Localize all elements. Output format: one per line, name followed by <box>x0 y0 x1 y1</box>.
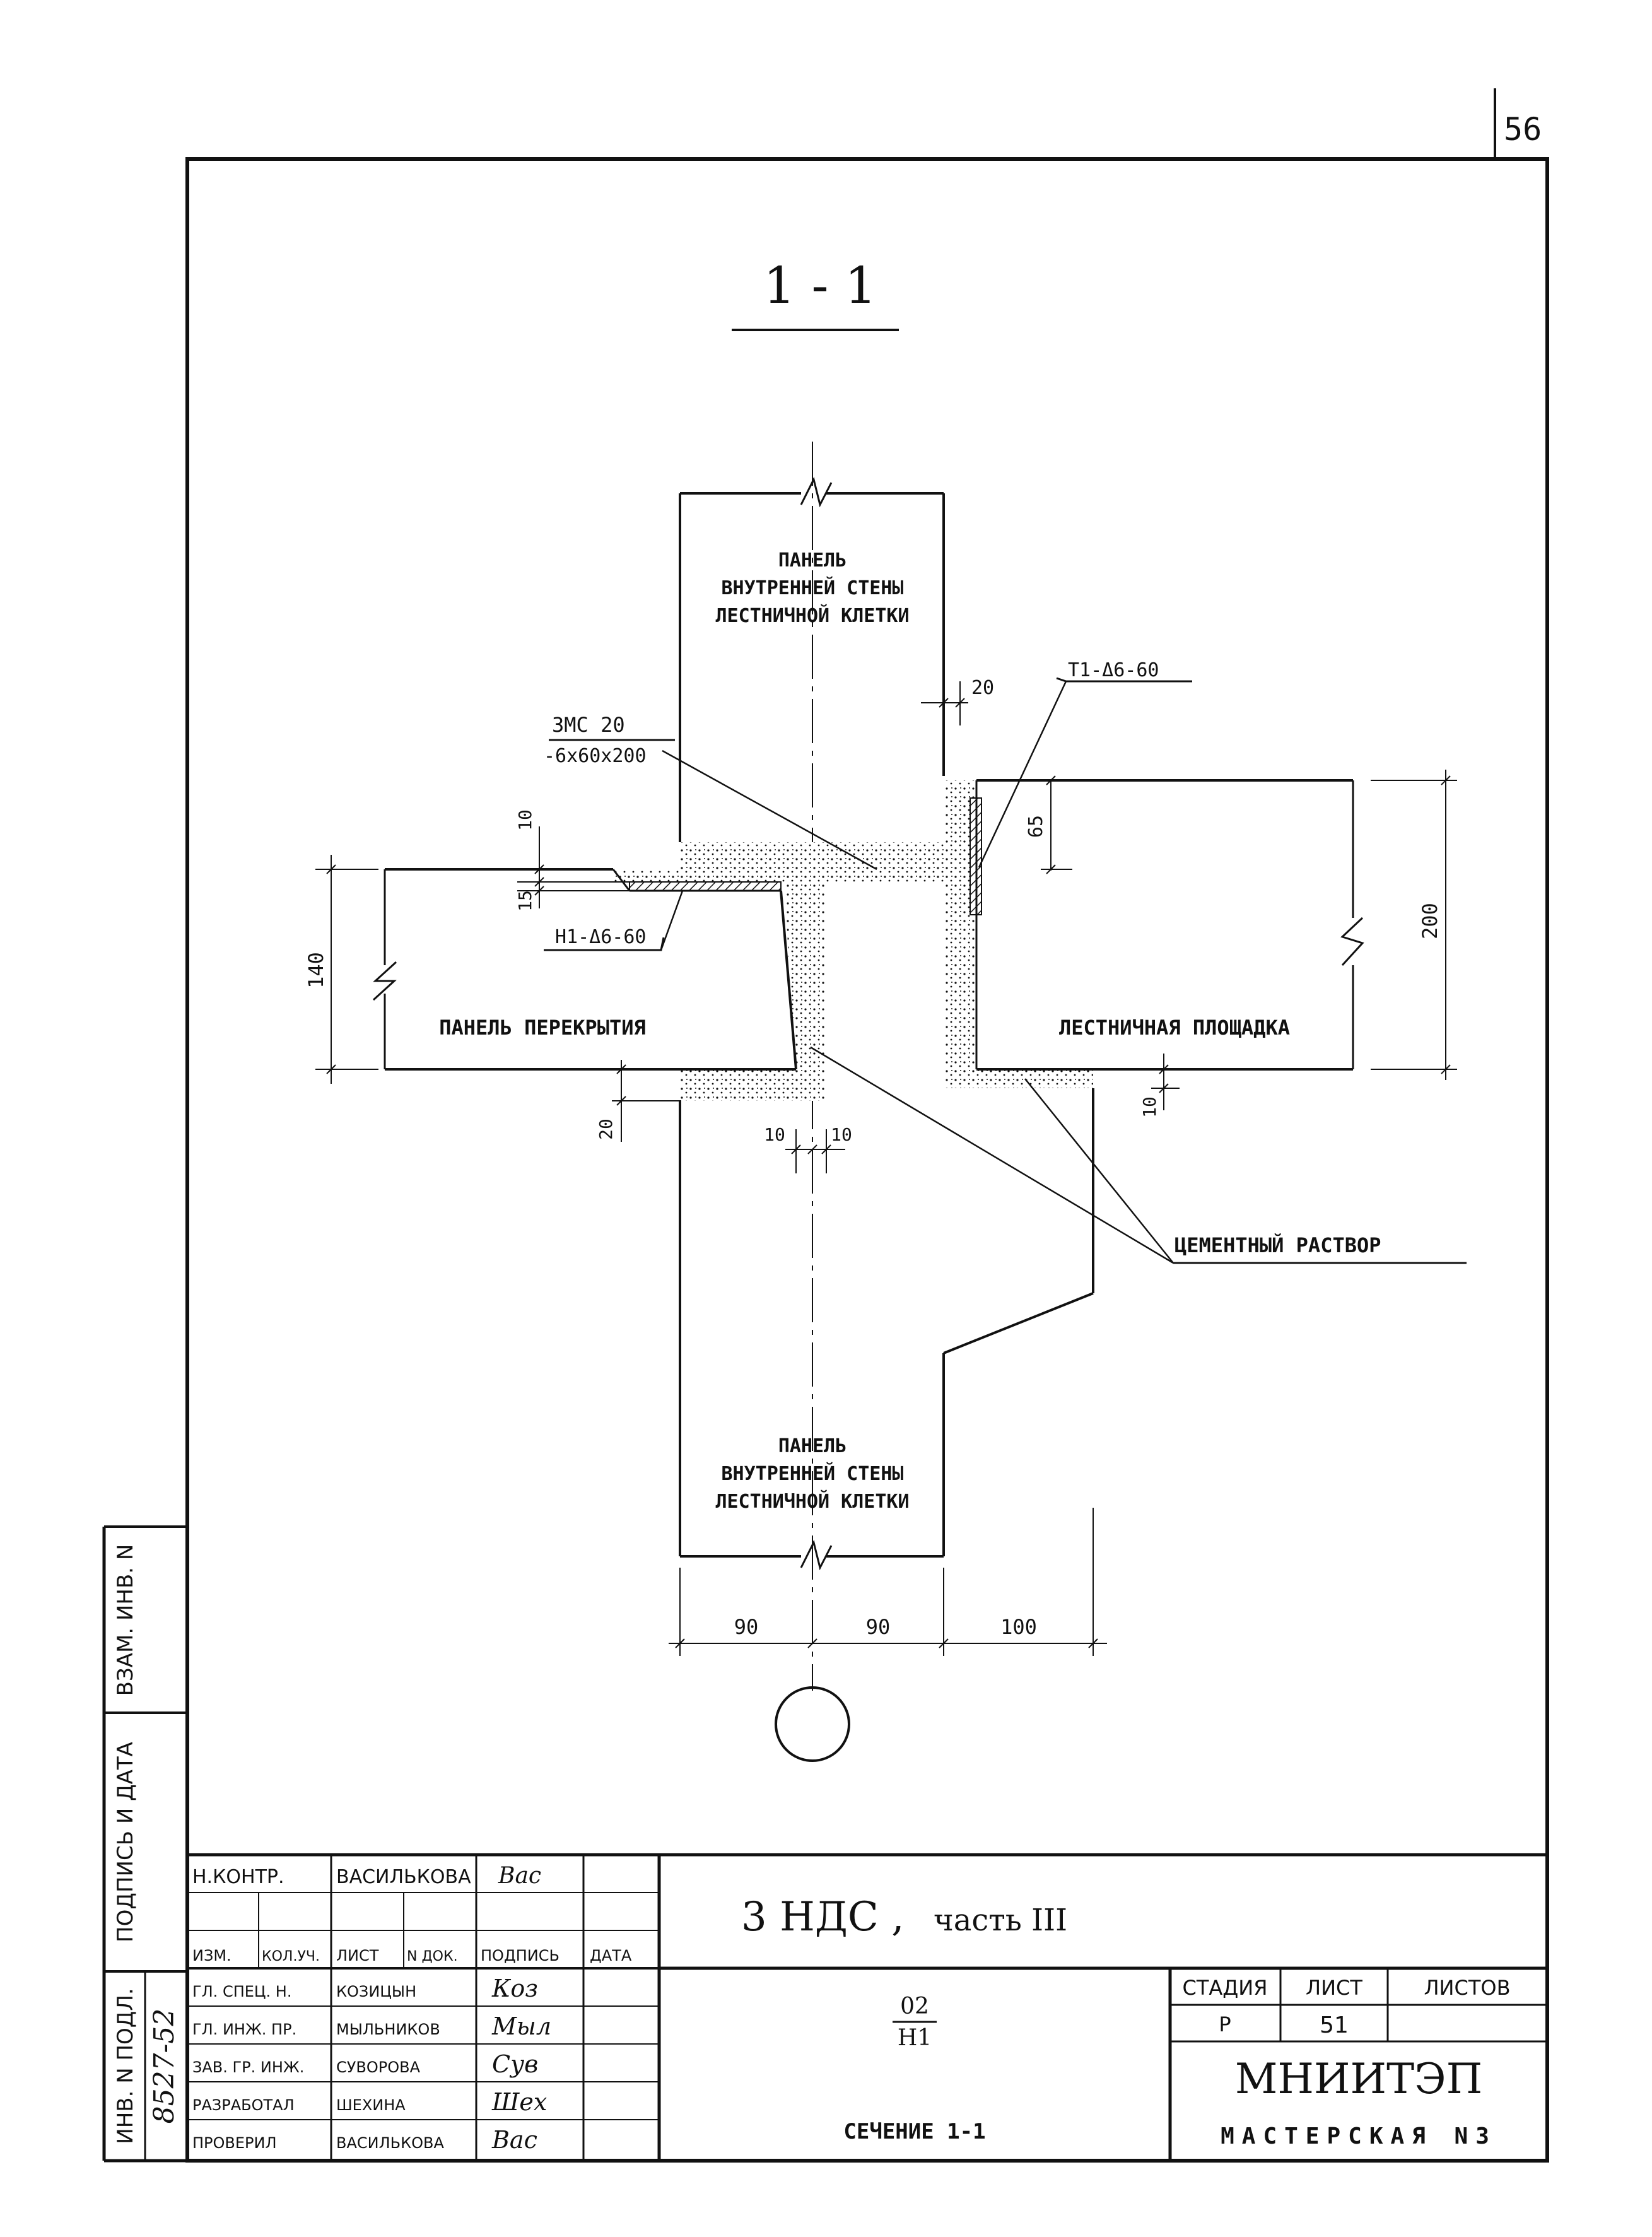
staff-name: ВАСИЛЬКОВА <box>336 2134 445 2152</box>
lower-wall-panel <box>679 1088 1094 1571</box>
upper-panel-line-2: ВНУТРЕННЕЙ СТЕНЫ <box>722 577 904 599</box>
staff-signature: Сув <box>492 2050 538 2078</box>
lower-panel-line-3: ЛЕСТНИЧНОЙ КЛЕТКИ <box>715 1490 909 1513</box>
landing-label: ЛЕСТНИЧНАЯ ПЛОЩАДКА <box>1059 1016 1290 1040</box>
staff-role: ГЛ. СПЕЦ. Н. <box>192 1983 291 2000</box>
dim-10-10 <box>785 1129 845 1173</box>
upper-panel-line-3: ЛЕСТНИЧНОЙ КЛЕТКИ <box>715 604 909 627</box>
staff-signature: Вас <box>491 2126 537 2154</box>
dim-10-15-left <box>517 826 631 908</box>
embed-plate-size: -6х60х200 <box>544 745 647 767</box>
project-title: 3 НДС , <box>741 1894 905 1940</box>
staff-role: РАЗРАБОТАЛ <box>192 2096 295 2114</box>
nkontr-name: ВАСИЛЬКОВА <box>336 1866 471 1888</box>
sheet-label: ЛИСТ <box>1306 1976 1362 2000</box>
staff-role: ПРОВЕРИЛ <box>192 2134 277 2152</box>
header-izm: ИЗМ. <box>192 1947 231 1964</box>
staff-role: ГЛ. ИНЖ. ПР. <box>192 2021 296 2038</box>
dim-20-top-value: 20 <box>971 677 994 699</box>
floor-panel-label: ПАНЕЛЬ ПЕРЕКРЫТИЯ <box>439 1016 646 1040</box>
section-title: 1 - 1 <box>763 256 877 315</box>
header-podpis: ПОДПИСЬ <box>481 1947 559 1964</box>
dim-200 <box>1371 770 1457 1080</box>
stage-label: СТАДИЯ <box>1183 1976 1268 2000</box>
lower-panel-line-1: ПАНЕЛЬ <box>778 1435 847 1457</box>
dim-140 <box>315 855 378 1084</box>
header-data: ДАТА <box>590 1947 632 1964</box>
dim-10-left-value: 10 <box>515 809 536 831</box>
dim-15-value: 15 <box>515 890 536 912</box>
dim-65-value: 65 <box>1025 815 1047 838</box>
stage-value: Р <box>1219 2012 1231 2036</box>
lower-panel-line-2: ВНУТРЕННЕЙ СТЕНЫ <box>722 1462 904 1485</box>
upper-panel-line-1: ПАНЕЛЬ <box>778 549 847 572</box>
organization-name: МНИИТЭП <box>1235 2055 1482 2103</box>
staff-role: ЗАВ. ГР. ИНЖ. <box>192 2058 304 2076</box>
stair-landing <box>975 779 1364 1071</box>
project-part: часть III <box>934 1903 1067 1938</box>
sheet-number-value: 51 <box>1320 2012 1349 2038</box>
dim-20-bottom <box>612 1060 681 1142</box>
sheets-label: ЛИСТОВ <box>1424 1976 1510 2000</box>
cement-mortar-fill <box>613 780 1093 1101</box>
dim-65 <box>1041 775 1072 874</box>
staff-name: КОЗИЦЫН <box>336 1983 416 2000</box>
staff-name: МЫЛЬНИКОВ <box>336 2021 440 2038</box>
staff-signature: Коз <box>491 1975 538 2002</box>
header-ndok: N ДОК. <box>407 1949 458 1964</box>
staff-signature: Мыл <box>491 2012 551 2040</box>
dim-90-90-100 <box>669 1508 1107 1656</box>
sheet-frame <box>102 88 1549 2163</box>
rebar-t1-label: Т1-Δ6-60 <box>1068 659 1159 681</box>
dim-20-bottom-value: 20 <box>595 1118 616 1140</box>
workshop-name: МАСТЕРСКАЯ N3 <box>1221 2123 1497 2149</box>
stamp-vzam-inv: ВЗАМ. ИНВ. N <box>113 1544 138 1696</box>
embed-plate-leader <box>662 749 877 871</box>
rebar-h1-label: Н1-Δ6-60 <box>555 926 647 948</box>
nkontr-role: Н.КОНТР. <box>192 1866 284 1888</box>
page-number: 56 <box>1504 111 1542 148</box>
embed-plate-label: ЗМС 20 <box>552 713 625 737</box>
stamp-inv-number: 8527-52 <box>148 2009 180 2124</box>
mortar-leader-1 <box>810 1046 1174 1264</box>
dim-10-right-value: 10 <box>1139 1096 1160 1118</box>
drawing-code-top: 02 <box>900 1993 929 2019</box>
stamp-podpis-data: ПОДПИСЬ И ДАТА <box>113 1742 138 1942</box>
header-list: ЛИСТ <box>336 1947 379 1964</box>
embedded-plate <box>629 881 782 891</box>
dim-100-value: 100 <box>1000 1615 1037 1639</box>
rebar-t1-leader <box>978 681 1067 868</box>
dim-20-top <box>921 681 968 725</box>
dim-200-value: 200 <box>1418 903 1442 939</box>
dim-140-value: 140 <box>304 952 328 989</box>
dim-10-right <box>1151 1054 1180 1110</box>
drawing-code-bottom: Н1 <box>898 2025 932 2051</box>
nkontr-signature: Вас <box>498 1863 541 1889</box>
title-block <box>187 1853 1547 2161</box>
rebar-h1-leader <box>660 890 684 951</box>
stamp-inv-podl: ИНВ. N ПОДЛ. <box>113 1988 138 2144</box>
mortar-leader-2 <box>1024 1078 1174 1264</box>
mortar-label: ЦЕМЕНТНЫЙ РАСТВОР <box>1175 1233 1381 1257</box>
dim-90-b-value: 90 <box>866 1615 891 1639</box>
upper-wall-panel <box>679 476 945 842</box>
dim-90-a-value: 90 <box>734 1615 759 1639</box>
staff-signature: Шех <box>491 2088 547 2116</box>
staff-name: ШЕХИНА <box>336 2096 406 2114</box>
dim-10-b-value: 10 <box>831 1124 852 1145</box>
header-koluch: КОЛ.УЧ. <box>262 1949 320 1964</box>
axis-marker-circle <box>775 1686 850 1762</box>
staff-name: СУВОРОВА <box>336 2058 421 2076</box>
dim-10-a-value: 10 <box>764 1124 785 1145</box>
sheet-name: СЕЧЕНИЕ 1-1 <box>843 2119 985 2144</box>
